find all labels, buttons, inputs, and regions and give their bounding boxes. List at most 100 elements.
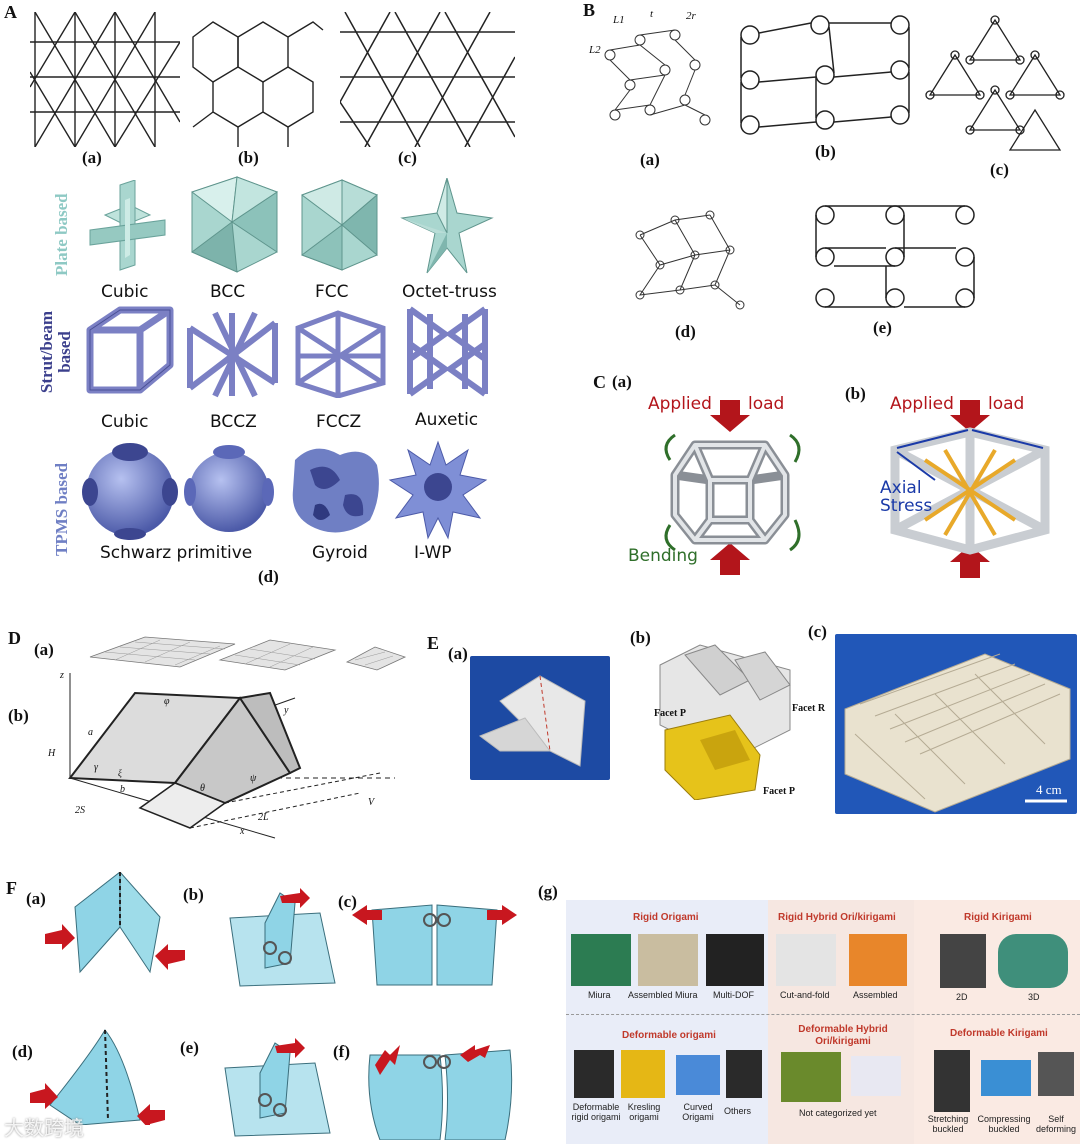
label-others: Others (724, 1106, 751, 1116)
tpms-schwarz-2 (182, 440, 277, 540)
plate-fcc (292, 175, 387, 275)
sub-b-e: (e) (873, 318, 892, 338)
row-label-plate: Plate based (52, 193, 72, 276)
symbol-v: V (368, 797, 374, 808)
symbol-a: a (88, 727, 93, 738)
symbol-theta: θ (200, 783, 205, 794)
label-tpms-schwarz: Schwarz primitive (100, 543, 252, 563)
sub-b-b: (b) (815, 142, 836, 162)
fold-diagram-e (205, 1038, 335, 1138)
sub-c-a: (a) (612, 372, 632, 392)
row-label-tpms: TPMS based (52, 463, 72, 556)
img-kresling (621, 1050, 665, 1098)
label-strut-bccz: BCCZ (210, 412, 257, 432)
label-facet-p2: Facet P (763, 786, 795, 797)
symbol-psi: ψ (250, 773, 256, 784)
origami-category-table: Rigid Origami Rigid Hybrid Ori/kirigami … (566, 900, 1080, 1144)
chiral-lattice-d (620, 205, 750, 320)
img-hybrid-deformable-1 (781, 1052, 841, 1102)
label-assembled-miura: Assembled Miura (628, 990, 698, 1000)
label-curved: Curved Origami (674, 1102, 722, 1122)
label-plate-fcc: FCC (315, 282, 349, 302)
strut-fccz (293, 308, 388, 398)
chiral-lattice-c (925, 15, 1070, 155)
fold-diagram-d (30, 1025, 170, 1125)
fold-diagram-b (210, 888, 340, 988)
photo-single-fold (470, 656, 610, 780)
img-compressing (981, 1060, 1031, 1096)
img-stretching (934, 1050, 970, 1112)
scale-bar-label: 4 cm (1036, 782, 1062, 798)
img-assembled-miura (638, 934, 698, 986)
img-deformable-rigid (574, 1050, 614, 1098)
img-hybrid-deformable-2 (851, 1056, 901, 1096)
label-facet-r: Facet R (792, 703, 825, 714)
label-assembled: Assembled (853, 990, 898, 1000)
symbol-phi: φ (164, 696, 170, 707)
facet-model (640, 640, 810, 800)
panel-letter-e: E (427, 633, 439, 654)
symbol-gamma: γ (94, 762, 98, 773)
sub-a-d: (d) (258, 567, 279, 587)
triangular-lattice (30, 12, 180, 147)
plate-octet (397, 178, 497, 278)
img-others (726, 1050, 762, 1098)
label-cut-and-fold: Cut-and-fold (780, 990, 830, 1000)
sub-a-c: (c) (398, 148, 417, 168)
img-miura (571, 934, 631, 986)
watermark: 大数跨境 (4, 1112, 84, 1141)
panel-letter-c: C (593, 372, 606, 393)
symbol-2r: 2r (686, 10, 696, 22)
sub-f-g: (g) (538, 882, 558, 902)
chiral-lattice-a (585, 10, 715, 140)
title-rigid-hybrid: Rigid Hybrid Ori/kirigami (778, 912, 896, 923)
row-divider (566, 1014, 1080, 1015)
sub-f-f: (f) (333, 1042, 350, 1062)
title-rigid-kirigami: Rigid Kirigami (964, 912, 1032, 923)
axis-y: y (284, 705, 288, 716)
sub-d-a: (a) (34, 640, 54, 660)
img-assembled (849, 934, 907, 986)
label-stretching: Stretching buckled (918, 1114, 978, 1134)
sub-a-a: (a) (82, 148, 102, 168)
label-plate-octet: Octet-truss (402, 282, 497, 302)
panel-letter-f: F (6, 878, 17, 899)
title-deformable-kirigami: Deformable Kirigami (950, 1028, 1048, 1039)
label-bending: Bending (628, 546, 698, 566)
strut-auxetic (400, 304, 495, 399)
fold-diagram-a (40, 872, 190, 977)
label-facet-p1: Facet P (654, 708, 686, 719)
label-plate-bcc: BCC (210, 282, 245, 302)
label-strut-cubic: Cubic (101, 412, 149, 432)
img-cut-and-fold (776, 934, 836, 986)
label-tpms-iwp: I-WP (414, 543, 452, 563)
sub-f-b: (b) (183, 885, 204, 905)
label-2d: 2D (956, 992, 968, 1002)
chiral-lattice-b (735, 15, 915, 140)
sub-d-b: (b) (8, 706, 29, 726)
symbol-2l: 2L (258, 812, 269, 823)
img-multi-dof (706, 934, 764, 986)
label-deformable-rigid: Deformable rigid origami (571, 1102, 621, 1122)
label-not-categorized: Not categorized yet (799, 1108, 877, 1118)
label-kresling: Kresling origami (620, 1102, 668, 1122)
axis-x: x (240, 826, 244, 837)
miura-unit-cell (40, 668, 420, 843)
fold-diagram-c (352, 890, 517, 990)
label-strut-fccz: FCCZ (316, 412, 361, 432)
symbol-l1: L1 (613, 14, 625, 26)
label-strut-auxetic: Auxetic (415, 410, 478, 430)
strut-cubic (85, 305, 175, 400)
label-axial: Axial (880, 478, 922, 498)
row-label-strut: Strut/beam based (38, 292, 74, 412)
hexagonal-lattice (188, 12, 328, 147)
sub-c-b: (b) (845, 384, 866, 404)
label-multi-dof: Multi-DOF (713, 990, 754, 1000)
symbol-2s: 2S (75, 805, 85, 816)
miura-sheets (85, 632, 415, 672)
img-3d (998, 934, 1068, 988)
sub-b-c: (c) (990, 160, 1009, 180)
symbol-t: t (650, 8, 653, 20)
strut-bccz (185, 308, 280, 398)
fold-diagram-f (360, 1040, 520, 1140)
